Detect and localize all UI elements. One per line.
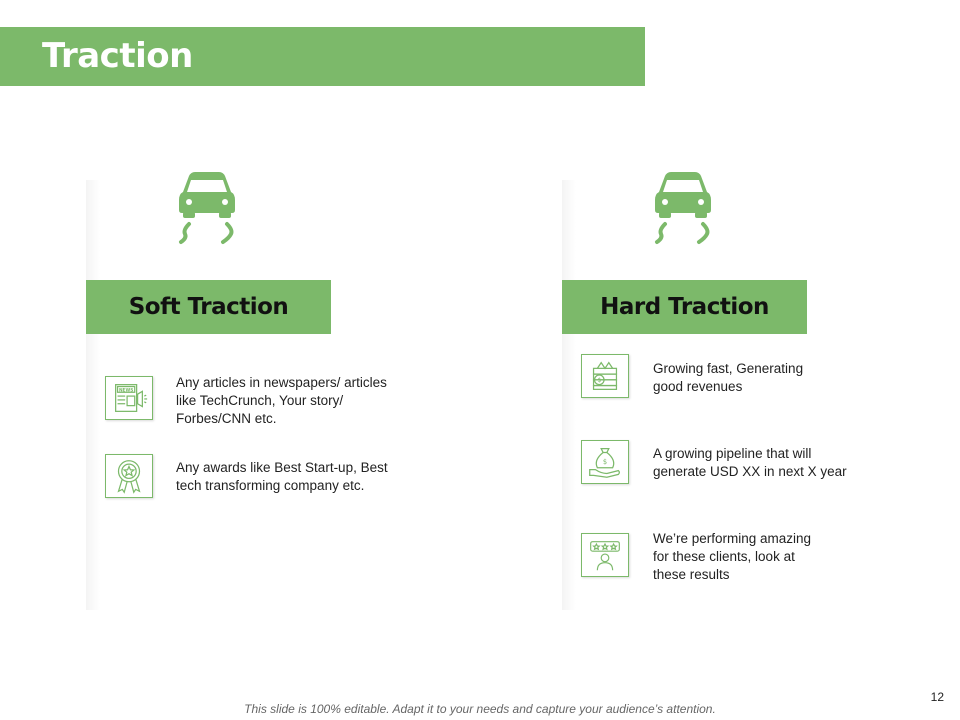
footer-note: This slide is 100% editable. Adapt it to…	[244, 702, 716, 716]
award-badge-icon	[105, 454, 153, 498]
client-rating-icon	[581, 533, 629, 577]
hard-item-2-text: A growing pipeline that will generate US…	[653, 446, 847, 479]
newspaper-icon: NEWS	[105, 376, 153, 420]
page-number: 12	[930, 690, 944, 704]
soft-traction-heading: Soft Traction	[86, 280, 331, 334]
slide-title: Traction	[42, 36, 193, 76]
hard-car-skid-icon	[651, 170, 715, 246]
soft-traction-heading-text: Soft Traction	[128, 294, 289, 320]
title-bar: Traction	[0, 27, 645, 86]
hard-column-shade	[562, 180, 576, 610]
hard-traction-heading-text: Hard Traction	[600, 294, 769, 320]
money-stack-icon: $	[581, 354, 629, 398]
hard-traction-heading: Hard Traction	[562, 280, 807, 334]
soft-car-skid-icon	[175, 170, 239, 246]
svg-text:$: $	[603, 458, 607, 466]
svg-text:NEWS: NEWS	[119, 387, 133, 393]
soft-item-1-text: Any articles in newspapers/ articles lik…	[176, 375, 387, 426]
svg-text:$: $	[597, 378, 601, 384]
soft-column-shade	[86, 180, 100, 610]
hard-item-3-text: We’re performing amazing for these clien…	[653, 531, 812, 582]
hard-item-1-text: Growing fast, Generating good revenues	[653, 361, 804, 394]
money-bag-hand-icon: $	[581, 440, 629, 484]
soft-item-2-text: Any awards like Best Start-up, Best tech…	[176, 460, 388, 493]
